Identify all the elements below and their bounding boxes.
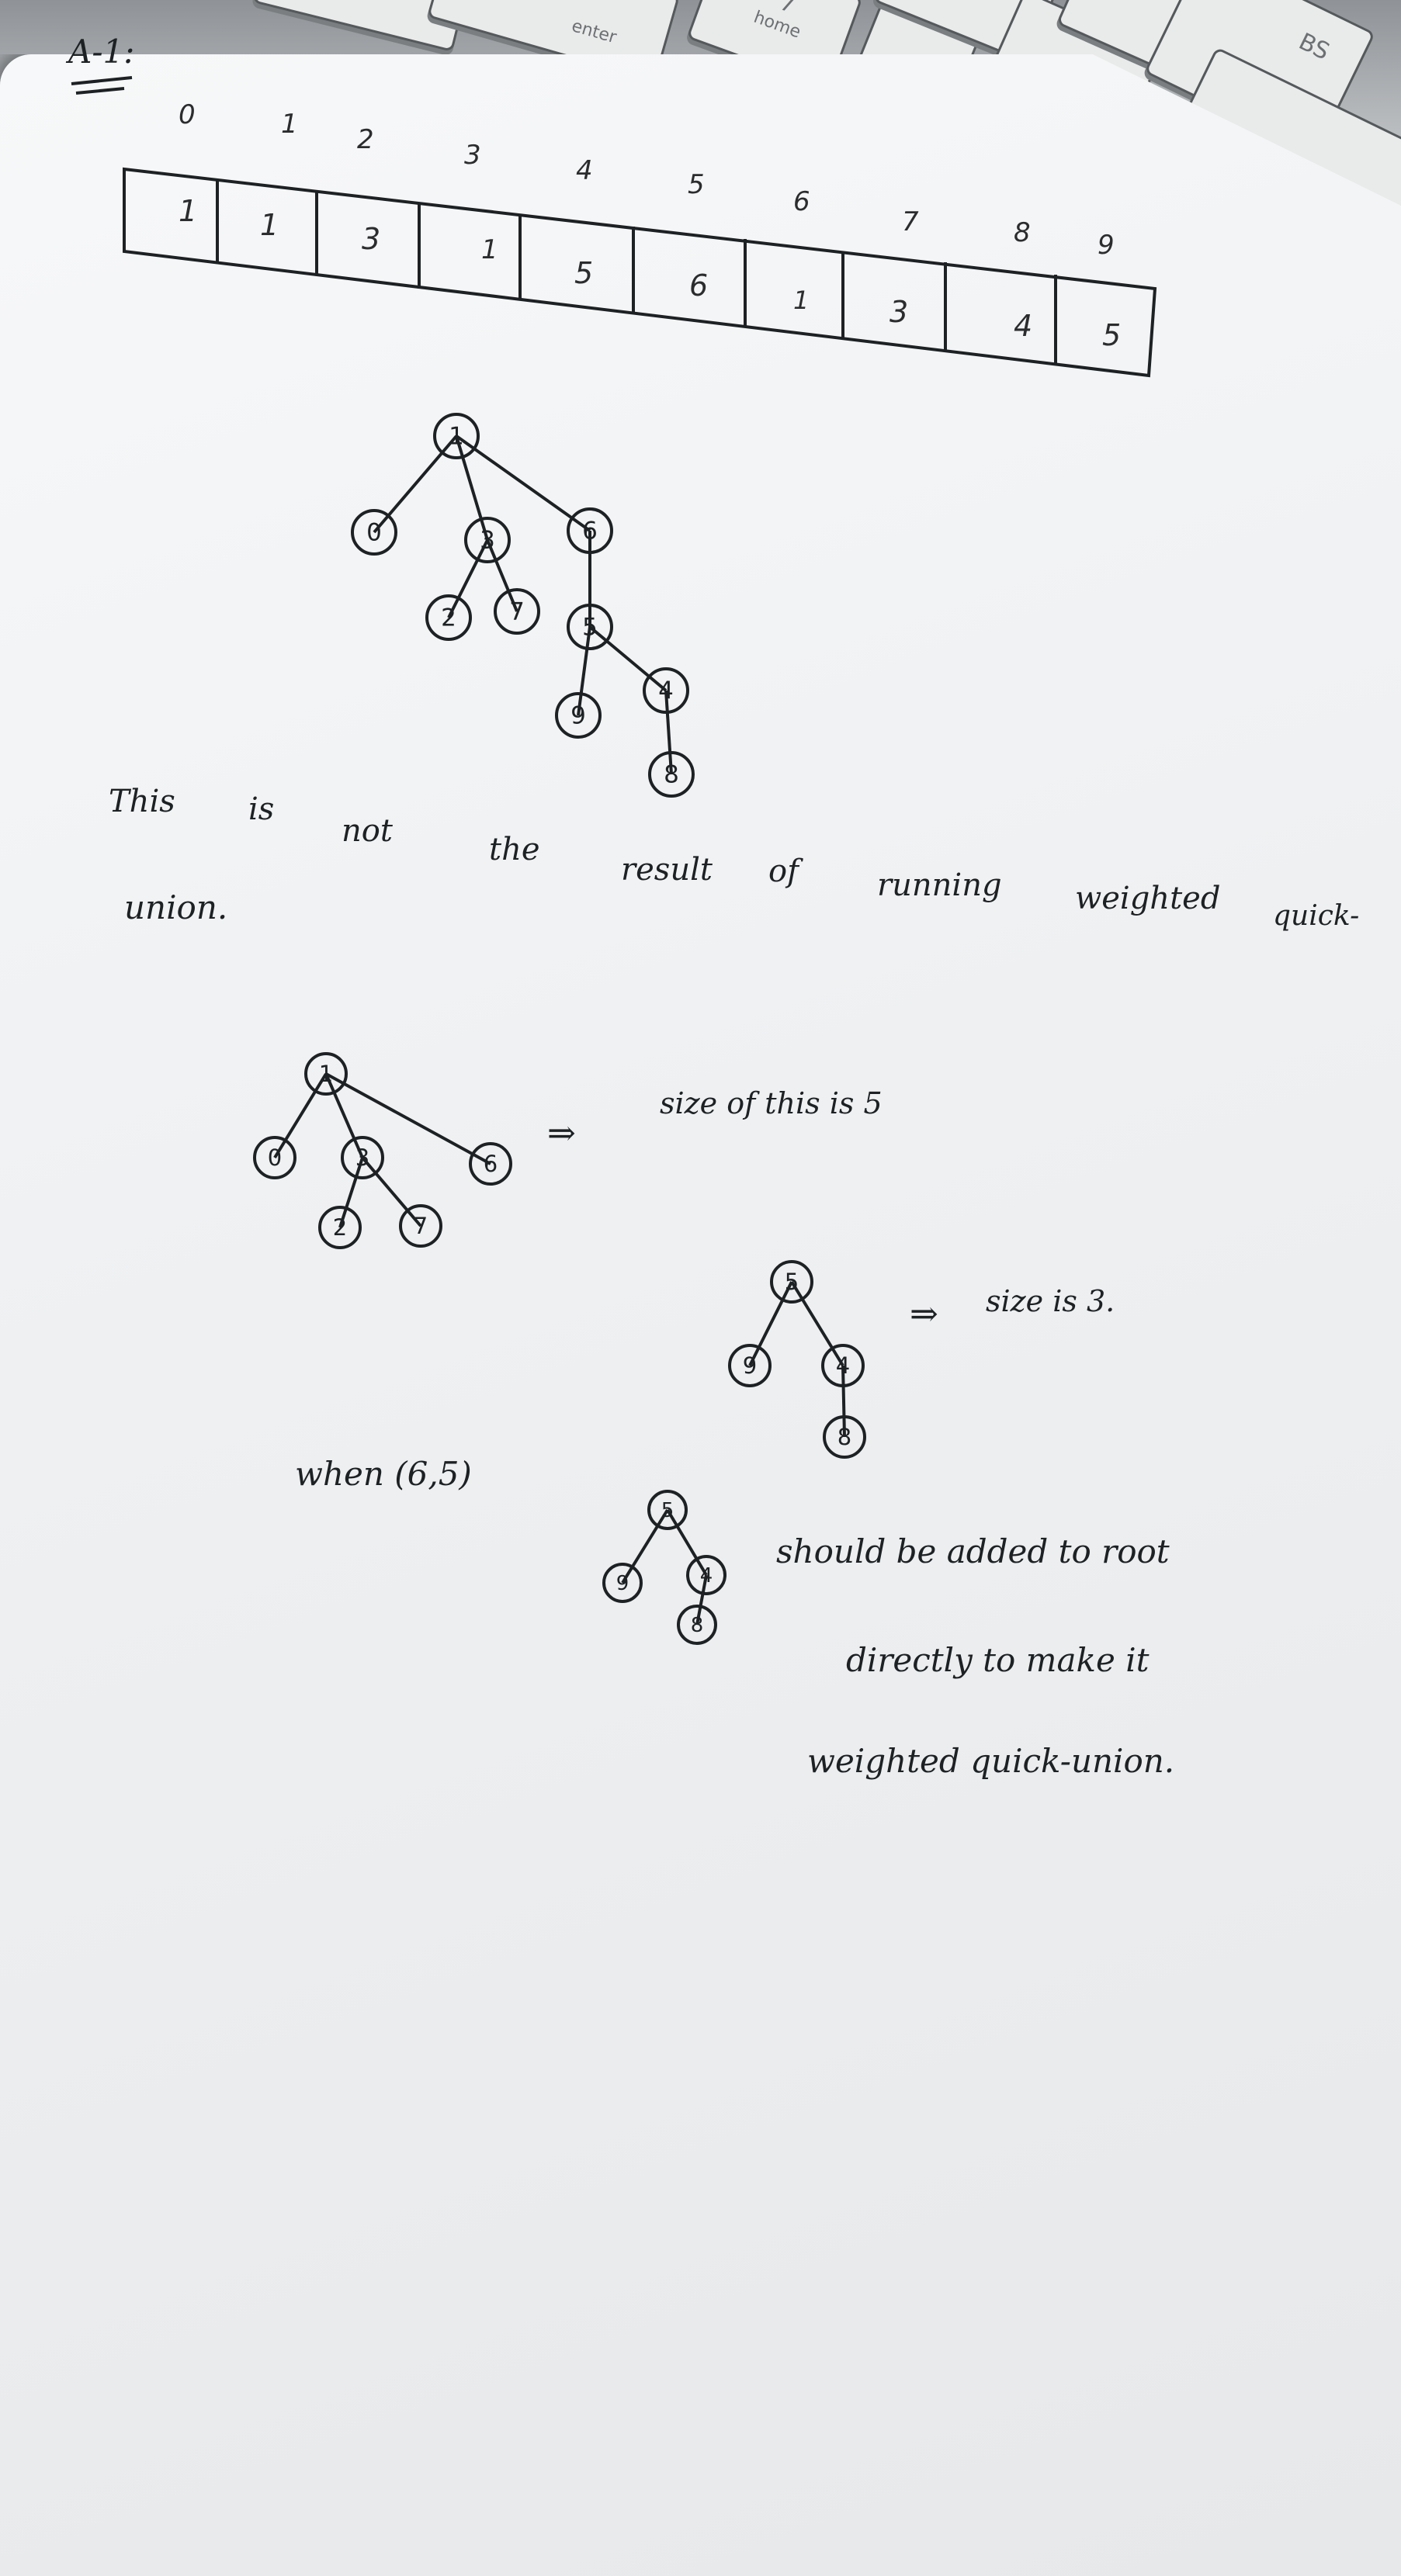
array-index: 3 xyxy=(464,140,481,171)
statement-word: result xyxy=(621,852,713,888)
array-index: 9 xyxy=(1098,230,1115,261)
paper-sheet xyxy=(0,54,1401,2576)
array-index: 4 xyxy=(576,155,593,186)
statement-word: is xyxy=(248,791,275,827)
array-value: 1 xyxy=(260,208,279,242)
statement-word: This xyxy=(109,784,175,819)
array-value: 1 xyxy=(179,194,198,228)
statement-word: the xyxy=(489,832,540,867)
page-heading: A-1: xyxy=(68,33,135,71)
bs-key-label: BS xyxy=(1294,28,1334,66)
array-value: 4 xyxy=(1014,309,1033,343)
tree2-size-note: size of this is 5 xyxy=(660,1086,883,1120)
array-value: 5 xyxy=(1102,318,1122,352)
statement-word: quick- xyxy=(1273,900,1360,932)
array-index: 0 xyxy=(179,99,196,130)
array-value: 5 xyxy=(574,256,594,290)
tree3-size-note: size is 3. xyxy=(986,1284,1115,1318)
array-index: 7 xyxy=(902,206,919,237)
statement-word: weighted xyxy=(1075,881,1221,916)
conclusion-line-1: should be added to root xyxy=(776,1532,1170,1570)
array-index: 1 xyxy=(281,109,298,140)
tree2-arrow: ⇒ xyxy=(547,1113,576,1153)
conclusion-line-3: weighted quick-union. xyxy=(807,1742,1175,1780)
array-value: 1 xyxy=(481,234,498,265)
array-value: 3 xyxy=(889,295,909,329)
statement-line-2: union. xyxy=(124,888,228,926)
array-value: 3 xyxy=(362,222,381,256)
enter-key-label: enter xyxy=(569,16,619,48)
array-index: 6 xyxy=(793,186,810,217)
array-value: 6 xyxy=(689,268,709,303)
statement-word: not xyxy=(342,813,393,849)
conclusion-when: when (6,5) xyxy=(295,1455,472,1493)
array-index: 5 xyxy=(688,169,705,200)
array-value: 1 xyxy=(793,286,810,315)
array-index: 8 xyxy=(1014,217,1031,248)
statement-word: of xyxy=(768,853,799,889)
statement-word: running xyxy=(877,867,1002,903)
conclusion-line-2: directly to make it xyxy=(846,1641,1150,1679)
array-index: 2 xyxy=(357,124,374,155)
tree3-arrow: ⇒ xyxy=(910,1294,938,1334)
